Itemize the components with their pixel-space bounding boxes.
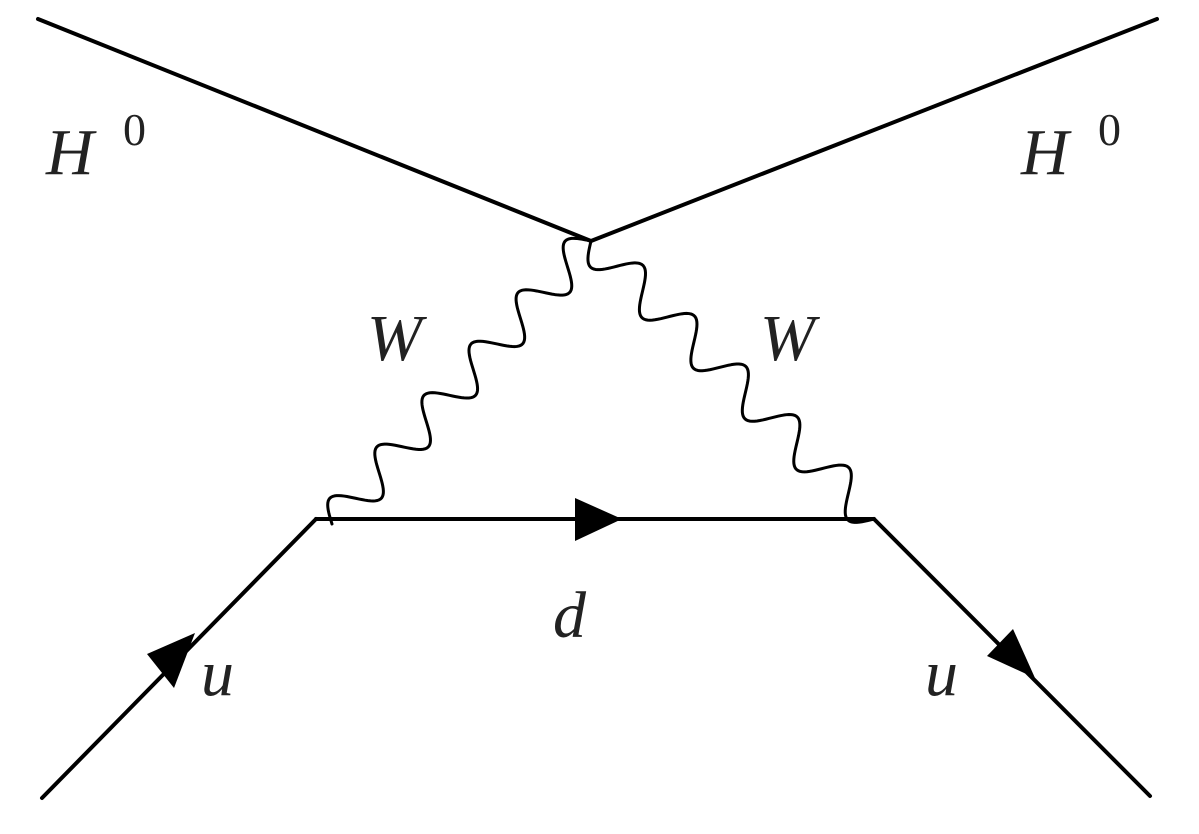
- label-higgs-right-superscript: 0: [1098, 104, 1121, 155]
- arrow-outgoing-quark: [987, 629, 1035, 678]
- label-higgs-left: H: [45, 116, 97, 189]
- label-quark-internal: d: [553, 579, 587, 652]
- higgs-line-left: [36, 17, 593, 243]
- arrow-incoming-quark: [147, 633, 195, 688]
- label-higgs-left-superscript: 0: [123, 104, 146, 155]
- label-higgs-right: H: [1020, 116, 1072, 189]
- arrow-internal-quark: [575, 498, 622, 541]
- label-quark-in: u: [201, 637, 234, 710]
- higgs-line-right: [589, 17, 1159, 243]
- label-quark-out: u: [925, 637, 958, 710]
- label-w-right: W: [760, 302, 820, 375]
- w-boson-left-line: [326, 236, 593, 526]
- label-w-left: W: [367, 302, 427, 375]
- w-boson-right-line: [586, 239, 876, 524]
